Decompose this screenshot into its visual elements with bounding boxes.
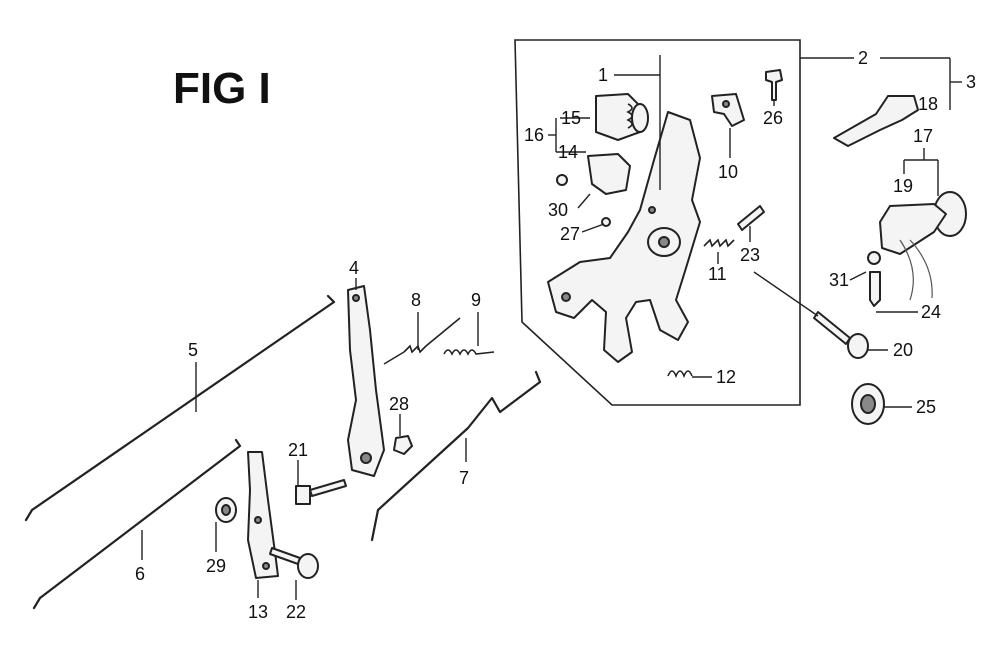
callout-20: 20 [893, 340, 913, 360]
bolt-21-shaft [309, 479, 347, 497]
callout-6: 6 [135, 564, 145, 584]
callout-9: 9 [471, 290, 481, 310]
spring-8 [403, 317, 461, 354]
assembly-frame [514, 39, 801, 406]
nut-28 [393, 435, 413, 455]
callout-15: 15 [561, 108, 581, 128]
callout-17: 17 [913, 126, 933, 146]
callout-11: 11 [708, 264, 727, 284]
lever-18 [833, 95, 919, 147]
callout-23: 23 [740, 245, 760, 265]
arm-4-hole [352, 294, 360, 302]
callout-25: 25 [916, 397, 936, 417]
callout-21: 21 [288, 440, 308, 460]
spring-11 [703, 238, 735, 248]
callout-28: 28 [389, 394, 409, 414]
callout-24: 24 [921, 302, 941, 322]
screw-24 [869, 271, 881, 307]
part-30-washer [556, 174, 568, 186]
lever-13-hole [254, 516, 262, 524]
callout-22: 22 [286, 602, 306, 622]
screw-20-head [847, 333, 869, 359]
callout-26: 26 [763, 108, 783, 128]
spring-9 [443, 349, 495, 356]
bolt-21-head [295, 485, 311, 505]
bolt-22-head [297, 553, 319, 579]
arm-4-pivot [360, 452, 372, 464]
callout-1: 1 [598, 65, 608, 85]
screw-23 [737, 205, 765, 231]
callout-27: 27 [560, 224, 580, 244]
control-base-plate [547, 111, 701, 363]
switch-19-wires [899, 239, 933, 301]
callout-18: 18 [918, 94, 938, 114]
callout-16: 16 [524, 125, 544, 145]
callout-31: 31 [829, 270, 849, 290]
bracket-10-hole [722, 100, 730, 108]
callout-8: 8 [411, 290, 421, 310]
screw-20 [813, 311, 851, 345]
base-plate-hole-2 [648, 206, 656, 214]
leader-lines [141, 55, 962, 600]
callout-12: 12 [716, 367, 736, 387]
governor-arm-4 [347, 285, 385, 477]
callout-30: 30 [548, 200, 568, 220]
rod-7 [370, 370, 542, 542]
callout-13: 13 [248, 602, 268, 622]
callout-7: 7 [459, 468, 469, 488]
cam-25-hub [860, 394, 876, 414]
callout-2: 2 [858, 48, 868, 68]
callout-29: 29 [206, 556, 226, 576]
callout-4: 4 [349, 258, 359, 278]
switch-14 [587, 153, 631, 195]
callout-10: 10 [718, 162, 738, 182]
washer-31 [867, 251, 881, 265]
switch-cap-15 [631, 103, 649, 133]
base-plate-hole [561, 292, 571, 302]
figure-title: FIG I [173, 64, 271, 113]
lever-13-hole-2 [262, 562, 270, 570]
spring-12 [667, 370, 693, 379]
washer-29-hole [221, 504, 231, 516]
callouts: 1 2 3 4 5 6 7 8 9 10 11 12 13 14 15 16 1… [135, 48, 976, 622]
bracket-10 [711, 93, 745, 127]
rod-6 [32, 438, 242, 610]
callout-14: 14 [558, 142, 578, 162]
base-plate-pivot-hole [658, 236, 670, 248]
switch-19 [879, 203, 947, 255]
callout-3: 3 [966, 72, 976, 92]
callout-5: 5 [188, 340, 198, 360]
lever-13 [247, 451, 279, 579]
rod-5 [24, 294, 336, 522]
callout-19: 19 [893, 176, 913, 196]
screw-26 [765, 69, 783, 101]
spring-8-hook [383, 351, 405, 365]
